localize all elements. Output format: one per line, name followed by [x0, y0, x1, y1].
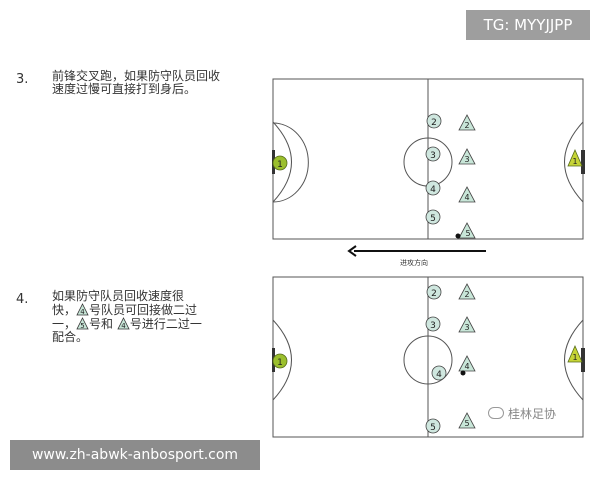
ball [460, 370, 466, 376]
watermark-text: 桂林足协 [508, 407, 557, 421]
step-3-text: 前锋交叉跑，如果防守队员回收速度过慢可直接打到身后。 [52, 69, 221, 96]
tg-badge: TG: MYYJJPP [466, 10, 590, 40]
inline-triangle-5-icon: 5 [76, 317, 89, 330]
pitch-diagram-2: 1 1 2 3 4 5 2 3 4 5 [272, 276, 585, 438]
attack-direction-arrow-icon [347, 245, 486, 257]
step-3-number: 3. [16, 72, 29, 87]
inline-triangle-label: 4 [121, 322, 126, 330]
inline-triangle-4b-icon: 4 [117, 317, 130, 330]
ball [455, 233, 461, 239]
step-4-line-1: 如果防守队员回收速度很 [52, 289, 185, 303]
attacker-label: 2 [464, 121, 469, 130]
defender-2-marker: 2 [426, 113, 442, 129]
attacker-5-marker: 5 [458, 412, 476, 429]
left-gk-label: 1 [277, 160, 283, 170]
left-penalty-arc [272, 122, 309, 203]
step-4-line-3a: 一， [52, 317, 77, 331]
defender-label: 4 [436, 370, 442, 380]
attacker-4-marker: 4 [458, 186, 476, 203]
defender-3-marker: 3 [425, 146, 441, 162]
right-goalkeeper-marker: 1 [567, 149, 583, 167]
defender-4-marker: 4 [425, 180, 441, 196]
left-goalkeeper-marker: 1 [272, 155, 288, 171]
attacker-3-marker: 3 [458, 148, 476, 165]
right-gk-label: 1 [572, 157, 577, 166]
right-box [564, 319, 584, 401]
inline-triangle-label: 4 [80, 308, 85, 316]
attacker-label: 5 [464, 419, 469, 428]
step-4-line-2a: 快， [52, 303, 77, 317]
defender-4-marker: 4 [431, 365, 447, 381]
defender-2-marker: 2 [426, 284, 442, 300]
attacker-label: 4 [464, 193, 469, 202]
left-box [272, 121, 292, 203]
left-box [272, 319, 292, 401]
defender-label: 3 [430, 321, 436, 331]
step-4-number: 4. [16, 292, 29, 307]
url-badge[interactable]: www.zh-abwk-anbosport.com [10, 440, 260, 470]
center-circle [403, 335, 453, 385]
attacker-label: 3 [464, 155, 469, 164]
attacker-2-marker: 2 [458, 283, 476, 300]
inline-triangle-4-icon: 4 [76, 303, 89, 316]
defender-label: 4 [430, 185, 436, 195]
pitch-diagram-1: 1 1 2 3 4 5 2 3 4 5 [272, 78, 585, 240]
defender-5-marker: 5 [425, 418, 441, 434]
right-box [564, 121, 584, 203]
step-4-line-3c: 号进行二过一 [129, 317, 202, 331]
left-goalkeeper-marker: 1 [272, 353, 288, 369]
attacker-3-marker: 3 [458, 316, 476, 333]
attacker-label: 3 [464, 323, 469, 332]
defender-label: 5 [430, 423, 436, 433]
defender-5-marker: 5 [425, 209, 441, 225]
defender-label: 2 [431, 118, 437, 128]
attacker-2-marker: 2 [458, 114, 476, 131]
step-4-line-3b: 号和 [89, 317, 114, 331]
attacker-4-marker: 4 [458, 355, 476, 372]
defender-label: 3 [430, 151, 436, 161]
right-gk-label: 1 [572, 353, 577, 362]
wechat-icon [488, 407, 504, 419]
defender-3-marker: 3 [425, 316, 441, 332]
watermark-logo: 桂林足协 [488, 405, 556, 422]
attacker-label: 5 [465, 229, 470, 238]
defender-label: 5 [430, 214, 436, 224]
attack-direction-label: 进攻方向 [400, 259, 428, 267]
attacker-label: 2 [464, 290, 469, 299]
inline-triangle-label: 5 [80, 322, 84, 330]
attacker-label: 4 [464, 362, 469, 371]
step-4-line-2: 快，4 号队员可回接做二过 [52, 303, 242, 317]
left-gk-label: 1 [277, 358, 283, 368]
step-4-line-2b: 号队员可回接做二过 [89, 303, 198, 317]
step-4-line-4: 配合。 [52, 330, 89, 344]
attacker-5-marker: 5 [458, 222, 476, 239]
defender-label: 2 [431, 289, 437, 299]
right-goalkeeper-marker: 1 [567, 345, 583, 363]
